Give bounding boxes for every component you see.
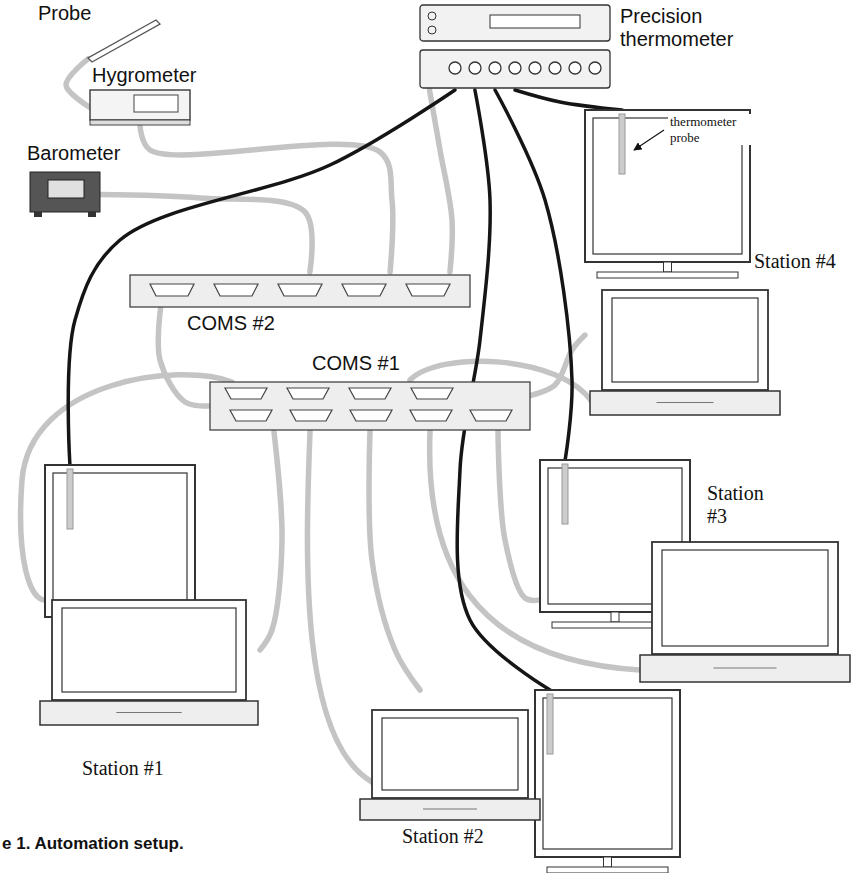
thermometer-cable: [515, 90, 622, 110]
probe-device-drawing: [88, 18, 160, 62]
barometer-device: Barometer: [30, 172, 100, 217]
station-group-drawing: [585, 110, 780, 420]
serial-cable: [430, 90, 453, 272]
device-label: Station #1: [80, 757, 166, 780]
serial-cable: [260, 432, 282, 650]
station-group: Station #4: [585, 110, 780, 420]
serial-cable: [66, 59, 90, 108]
station-group: Station #1: [40, 465, 260, 727]
device-label: Barometer: [25, 142, 122, 165]
station-group: Station #2: [360, 690, 680, 873]
serial-hub: COMS #1: [210, 380, 530, 432]
station-group-drawing: [540, 460, 850, 682]
callout-label: thermometer probe: [668, 114, 757, 145]
thermometer-device-drawing: [420, 5, 610, 90]
serial-cable: [369, 432, 420, 690]
device-label: COMS #1: [310, 352, 402, 375]
laptop-cable: [307, 432, 372, 782]
device-label: Precision thermometer: [618, 5, 752, 51]
hygrometer-device: Hygrometer: [90, 90, 190, 125]
device-label: Station #2: [400, 825, 486, 848]
serial-hub-drawing: [210, 380, 530, 432]
thermometer-device: Precision thermometer: [420, 5, 610, 90]
station-group-drawing: [40, 465, 260, 727]
serial-cable: [530, 335, 585, 396]
figure-caption: e 1. Automation setup.: [2, 834, 184, 854]
barometer-device-drawing: [30, 172, 100, 217]
device-label: Station #3: [705, 482, 781, 528]
leader-line: [634, 130, 664, 150]
hygrometer-device-drawing: [90, 90, 190, 125]
serial-hub-drawing: [130, 272, 470, 308]
device-label: Station #4: [752, 250, 838, 273]
station-group: Station #3: [540, 460, 850, 682]
serial-hub: COMS #2: [130, 272, 470, 308]
probe-device: Probe: [88, 18, 160, 62]
device-label: Hygrometer: [90, 64, 198, 87]
serial-cable: [498, 432, 540, 600]
device-label: COMS #2: [185, 312, 277, 335]
device-label: Probe: [36, 2, 93, 25]
